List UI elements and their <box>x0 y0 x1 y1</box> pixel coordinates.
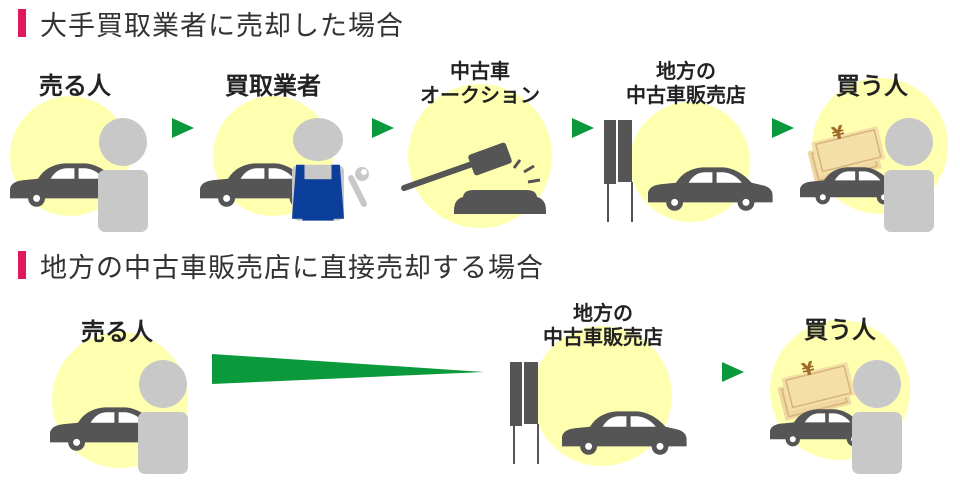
heading-accent-bar <box>18 251 26 279</box>
dealer-sign-icon <box>603 119 633 223</box>
step-label-local-dealer: 地方の 中古車販売店 <box>606 59 766 107</box>
label-line: 地方の <box>656 59 716 83</box>
person-icon <box>138 360 188 474</box>
step-label-seller: 売る人 <box>72 318 162 346</box>
step-label-seller: 売る人 <box>30 72 120 100</box>
label-line: 買う人 <box>804 316 876 344</box>
label-line: 地方の <box>573 301 633 325</box>
step-label-end-buyer: 買う人 <box>822 72 922 100</box>
step-label-local-dealer: 地方の 中古車販売店 <box>518 301 688 349</box>
flow-arrow <box>572 118 594 138</box>
label-line: 中古車販売店 <box>543 324 663 349</box>
label-line: 買取業者 <box>225 72 321 100</box>
section-2-heading: 地方の中古車販売店に直接売却する場合 <box>18 248 544 284</box>
person-icon <box>98 118 148 232</box>
step-label-end-buyer: 買う人 <box>790 316 890 344</box>
label-line: 中古車販売店 <box>626 82 746 107</box>
step-circle <box>630 102 750 222</box>
step-label-buyer-company: 買取業者 <box>213 72 333 100</box>
flow-arrow <box>772 118 794 138</box>
worker-icon <box>292 118 344 221</box>
flow-arrow <box>172 118 194 138</box>
heading-accent-bar <box>18 9 26 37</box>
flow-arrow <box>372 118 394 138</box>
label-line: 売る人 <box>39 72 111 100</box>
long-flow-arrow <box>212 354 484 384</box>
label-line: 売る人 <box>81 318 153 346</box>
person-icon <box>852 360 902 474</box>
person-icon <box>884 118 934 232</box>
section-1-heading: 大手買取業者に売却した場合 <box>18 6 404 42</box>
section-1-title: 大手買取業者に売却した場合 <box>40 10 404 42</box>
step-label-auction: 中古車 オークション <box>405 59 555 107</box>
wrench-icon <box>348 167 369 207</box>
gavel-icon <box>401 142 546 214</box>
label-line: 買う人 <box>836 72 908 100</box>
label-line: オークション <box>420 82 540 107</box>
section-2-title: 地方の中古車販売店に直接売却する場合 <box>40 252 544 284</box>
label-line: 中古車 <box>450 59 510 83</box>
dealer-sign-icon <box>509 361 539 465</box>
flow-arrow <box>722 362 744 382</box>
